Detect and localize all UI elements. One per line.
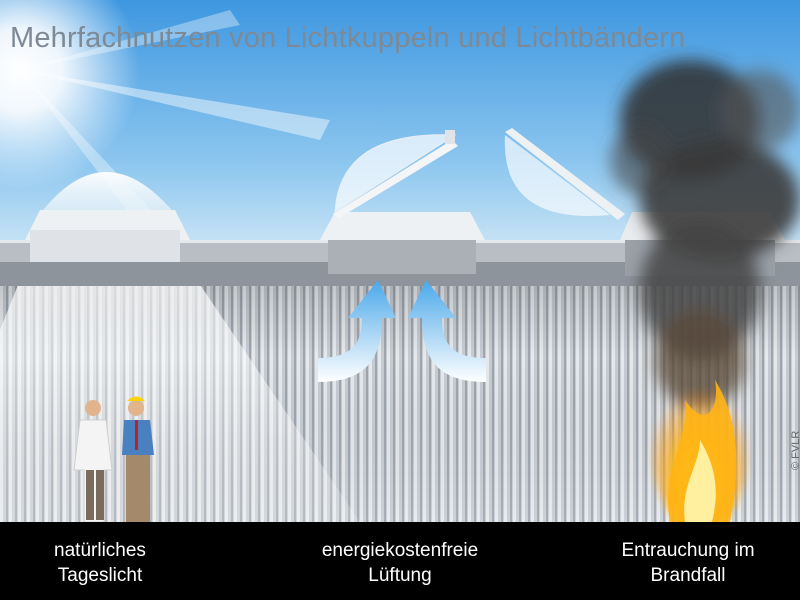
caption-bar: natürliches Tageslicht energiekostenfrei…: [0, 522, 800, 600]
skylight-dome-closed: [25, 172, 190, 262]
illustration-scene: [0, 0, 800, 522]
fire-icon: [652, 370, 748, 522]
person-doctor: [73, 400, 113, 522]
caption-smoke-extraction: Entrauchung im Brandfall: [598, 538, 778, 588]
caption-ventilation-line2: Lüftung: [368, 565, 432, 586]
caption-daylight-line2: Tageslicht: [57, 565, 143, 586]
caption-ventilation: energiekostenfreie Lüftung: [295, 538, 505, 588]
building-illustration: [0, 0, 800, 522]
caption-ventilation-line1: energiekostenfreie: [321, 540, 479, 561]
caption-daylight-line1: natürliches: [54, 540, 146, 561]
smoke-plume: [610, 60, 800, 410]
ventilation-arrow-right: [408, 280, 486, 382]
page-title: Mehrfachnutzen von Lichtkuppeln und Lich…: [10, 22, 686, 54]
ventilation-arrow-left: [318, 280, 396, 382]
copyright-notice: © FVLR: [790, 430, 800, 470]
caption-smoke-line1: Entrauchung im: [621, 540, 755, 561]
person-engineer: [122, 396, 154, 522]
skylight-ventilation-open: [320, 130, 485, 274]
caption-daylight: natürliches Tageslicht: [20, 538, 180, 588]
caption-smoke-line2: Brandfall: [650, 565, 726, 586]
